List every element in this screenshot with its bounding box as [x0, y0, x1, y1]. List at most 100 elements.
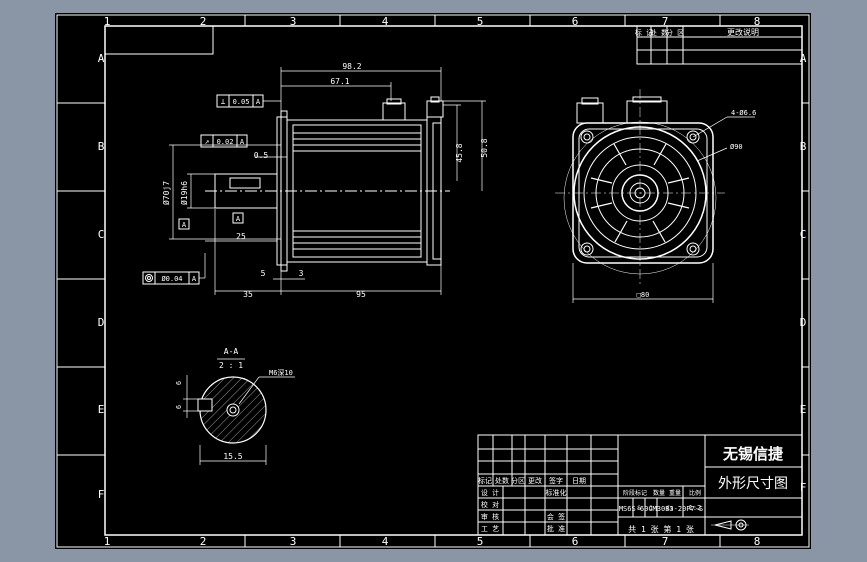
- row-label: C: [98, 228, 105, 241]
- row-header: 处数: [495, 476, 509, 485]
- rev-header: 处 数: [650, 28, 668, 37]
- col-label: 5: [477, 15, 484, 28]
- rev-header: 标 记: [635, 28, 653, 37]
- row-label: B: [800, 140, 807, 153]
- tolerance-perpendicularity: ⊥ 0.05 A: [216, 94, 281, 108]
- stage-header: 重量: [669, 489, 681, 497]
- check-label: 会 签: [547, 512, 565, 521]
- title-block: [477, 434, 803, 536]
- row-header: 分区: [511, 476, 525, 485]
- stage-header: 阶段标记: [623, 489, 647, 497]
- row-label: D: [800, 316, 807, 329]
- sign-label: 校 对: [481, 500, 499, 509]
- conc-datum: A: [192, 275, 197, 283]
- drawing-title: 外形尺寸图: [718, 476, 788, 492]
- row-label: A: [98, 52, 105, 65]
- dim-body-len: 95: [356, 290, 366, 299]
- section-keyway: 6: [175, 405, 183, 409]
- front-view-dimensions: [169, 67, 486, 295]
- dim-body: 67.1: [330, 77, 349, 86]
- col-label: 1: [104, 15, 111, 28]
- runout-datum: A: [240, 138, 245, 146]
- col-label: 6: [572, 15, 579, 28]
- small-cell: S: [637, 505, 641, 512]
- dim-holes: 4-Ø6.6: [731, 109, 756, 117]
- rev-header: 更改说明: [727, 27, 759, 37]
- dim-gap: 3: [299, 269, 304, 278]
- approve-label: 批 准: [547, 524, 565, 533]
- code-box: [104, 25, 214, 55]
- sign-label: 审 核: [481, 512, 499, 521]
- svg-text:↗: ↗: [205, 137, 210, 146]
- section-title: A-A: [224, 347, 239, 356]
- row-label: A: [800, 52, 807, 65]
- small-cell: Cs: [666, 505, 674, 512]
- datum-a: A A: [178, 212, 244, 230]
- col-label: 7: [662, 15, 669, 28]
- col-label: 4: [382, 535, 389, 548]
- drawing-viewport[interactable]: 1 2 3 4 5 6 7 8 1 2 3 4 5 6 7 8 A B C D …: [55, 13, 811, 549]
- dim-square: □80: [637, 291, 650, 299]
- rev-header: 分 区: [666, 28, 684, 37]
- datum-label: A: [236, 215, 241, 223]
- col-label: 1: [104, 535, 111, 548]
- row-header: 更改: [528, 476, 542, 485]
- row-header: 日期: [572, 477, 586, 485]
- row-label: E: [800, 403, 807, 416]
- end-view-dimensions: [572, 116, 755, 303]
- col-label: 3: [290, 535, 297, 548]
- std-label: 标准化: [546, 488, 567, 497]
- col-label: 8: [754, 15, 761, 28]
- perp-value: 0.05: [233, 98, 250, 106]
- dim-flange: 5: [261, 269, 266, 278]
- engineering-drawing: 1 2 3 4 5 6 7 8 1 2 3 4 5 6 7 8 A B C D …: [56, 14, 810, 548]
- dim-pilot-dia: Ø70j7: [161, 181, 171, 205]
- col-label: 2: [200, 535, 207, 548]
- dim-lead-top: 45.8: [455, 143, 464, 162]
- col-label: 6: [572, 535, 579, 548]
- projection-symbol-icon: [711, 519, 749, 531]
- revision-block: 标 记 处 数 分 区 更改说明: [635, 25, 803, 65]
- section-key-height: 6: [175, 381, 183, 385]
- column-labels: 1 2 3 4 5 6 7 8 1 2 3 4 5 6 7 8: [104, 15, 761, 548]
- end-view-dim-text: 4-Ø6.6 Ø90 □80: [637, 109, 757, 299]
- row-label: E: [98, 403, 105, 416]
- section-height: 15.5: [223, 452, 242, 461]
- sign-label: 设 计: [481, 488, 499, 497]
- sheet-info: 共 1 张 第 1 张: [628, 524, 694, 534]
- row-header: 签字: [549, 476, 563, 485]
- front-view-dim-text: 98.2 67.1 45.8 50.8 25 5 3 35 95 0.5 Ø70…: [161, 62, 489, 299]
- section-scale: 2 : 1: [219, 361, 243, 370]
- model-number: MS6S-60CM30B3-20P7-S: [619, 505, 703, 513]
- dim-overall: 98.2: [342, 62, 361, 71]
- row-label: F: [800, 481, 807, 494]
- sign-label: 工 艺: [481, 525, 499, 533]
- dim-shaft-len: 25: [236, 232, 246, 241]
- dim-pcd: Ø90: [730, 143, 743, 151]
- col-label: 5: [477, 535, 484, 548]
- row-header: 标记: [478, 476, 492, 485]
- scale-value: 1:2: [689, 504, 702, 512]
- datum-label: A: [182, 221, 187, 229]
- small-cell: 1: [649, 505, 653, 512]
- col-label: 7: [662, 535, 669, 548]
- tolerance-runout: ↗ 0.02 A: [200, 134, 248, 148]
- section-thread: M6深10: [269, 368, 293, 377]
- front-view: [205, 96, 450, 272]
- company-name: 无锡信捷: [722, 445, 784, 463]
- row-label: F: [98, 488, 105, 501]
- tolerance-concentricity: Ø0.04 A: [142, 253, 206, 285]
- outer-frame: [56, 14, 810, 548]
- stage-header: 数量: [653, 489, 665, 497]
- inner-frame: [104, 25, 803, 536]
- col-label: 8: [754, 535, 761, 548]
- col-label: 4: [382, 15, 389, 28]
- dim-shaft-dia: Ø19h6: [179, 181, 189, 205]
- runout-value: 0.02: [217, 138, 234, 146]
- row-label: B: [98, 140, 105, 153]
- section-view: A-A 2 : 1 M6深10 6 6 15.5: [175, 347, 295, 465]
- perp-datum: A: [256, 98, 261, 106]
- stage-header: 比例: [689, 489, 701, 497]
- end-view: [555, 89, 725, 285]
- dim-pilot-step: 0.5: [254, 151, 269, 160]
